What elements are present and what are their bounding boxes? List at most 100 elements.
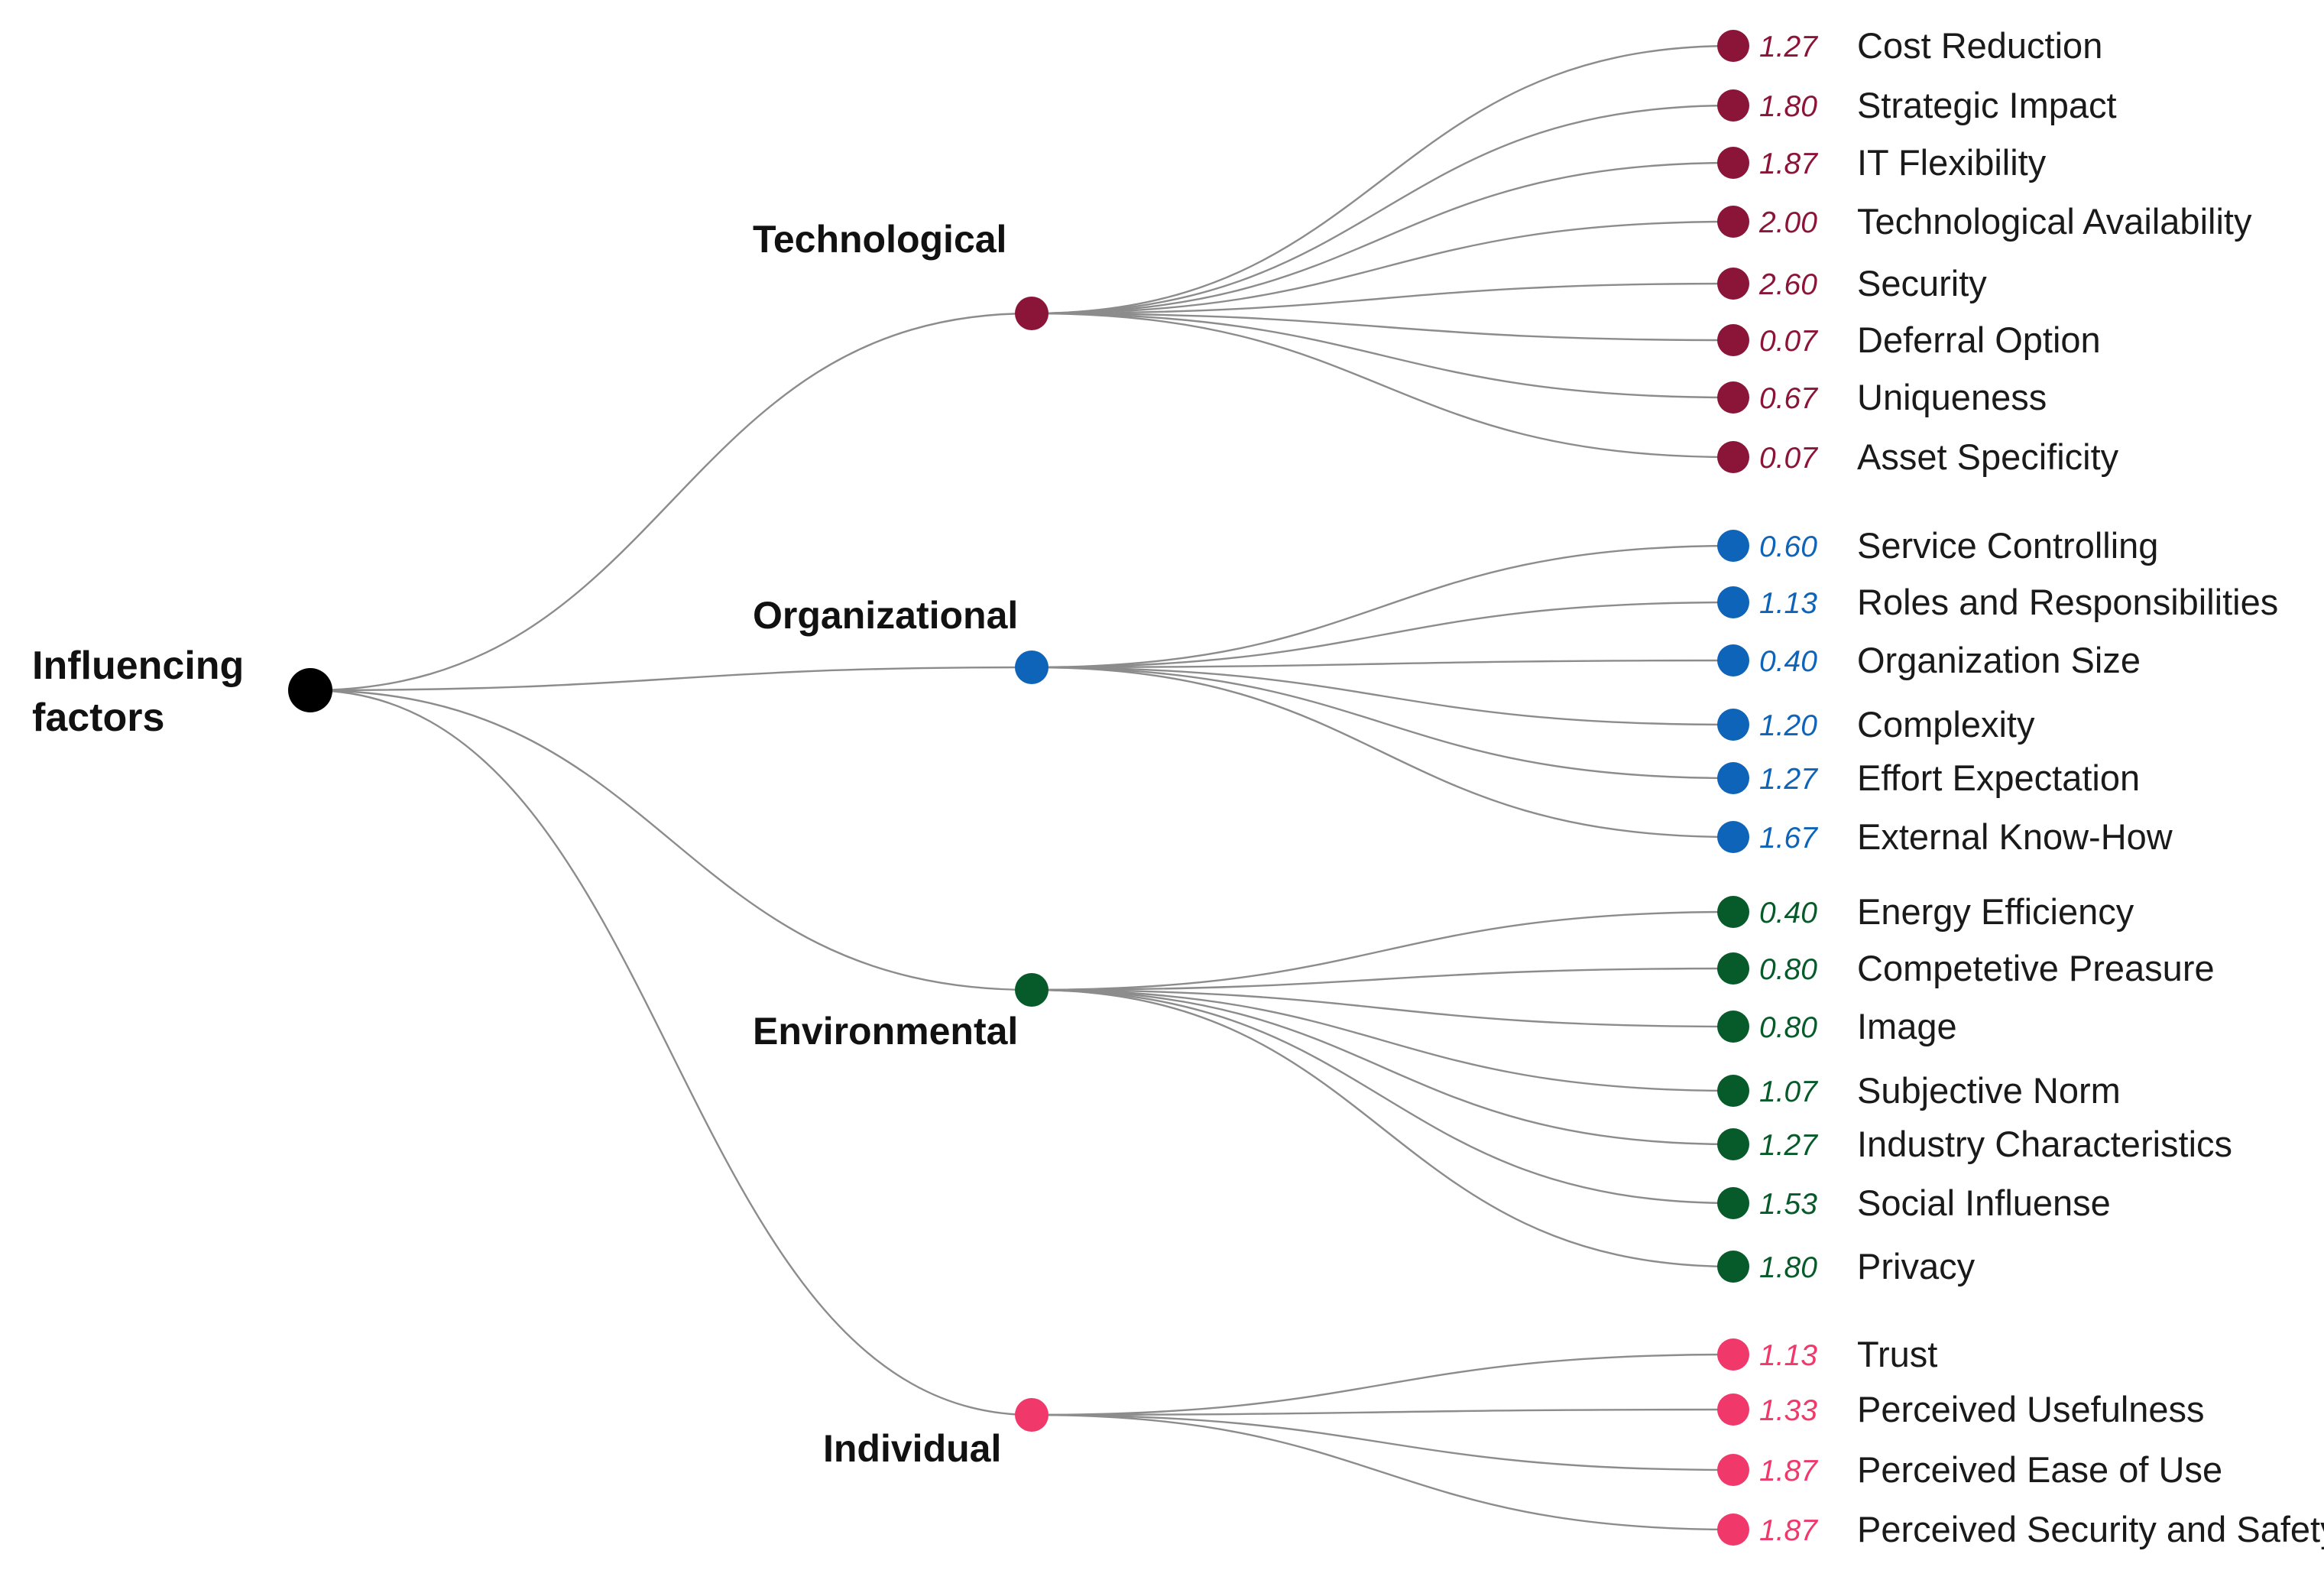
leaf-label-energy-efficiency: Energy Efficiency xyxy=(1857,891,2134,932)
category-label-technological: Technological xyxy=(753,218,1006,261)
leaf-dot-energy-efficiency xyxy=(1717,896,1749,928)
leaf-label-cost-reduction: Cost Reduction xyxy=(1857,25,2102,66)
edge-individual-to-trust xyxy=(1031,1353,1734,1416)
leaf-dot-privacy xyxy=(1717,1251,1749,1283)
leaf-value-uniqueness: 0.67 xyxy=(1759,382,1818,415)
leaf-value-service-controlling: 0.60 xyxy=(1759,530,1817,563)
category-dot-organizational xyxy=(1015,650,1049,684)
edge-organizational-to-service-controlling xyxy=(1031,544,1734,669)
edge-organizational-to-complexity xyxy=(1031,666,1734,726)
edge-technological-to-uniqueness xyxy=(1031,312,1734,399)
leaf-label-social-influense: Social Influense xyxy=(1857,1183,2111,1223)
root-node-dot xyxy=(288,668,332,712)
tree-edges xyxy=(310,44,1734,1531)
edge-technological-to-it-flexibility xyxy=(1031,161,1734,315)
leaf-value-industry-characteristics: 1.27 xyxy=(1759,1129,1818,1162)
leaf-value-competetive-preasure: 0.80 xyxy=(1759,953,1817,986)
leaf-label-uniqueness: Uniqueness xyxy=(1857,377,2047,417)
category-dot-environmental xyxy=(1015,973,1049,1007)
edge-individual-to-perceived-usefulness xyxy=(1031,1408,1734,1416)
leaf-label-perceived-security-and-safety: Perceived Security and Safety xyxy=(1857,1509,2324,1549)
edge-individual-to-perceived-ease-of-use xyxy=(1031,1413,1734,1471)
leaf-value-effort-expectation: 1.27 xyxy=(1759,763,1818,796)
leaf-value-complexity: 1.20 xyxy=(1759,709,1817,742)
leaf-value-image: 0.80 xyxy=(1759,1011,1817,1044)
edge-individual-to-perceived-security-and-safety xyxy=(1031,1413,1734,1531)
leaf-label-roles-and-responsibilities: Roles and Responsibilities xyxy=(1857,582,2278,622)
edge-environmental-to-competetive-preasure xyxy=(1031,967,1734,991)
leaf-value-cost-reduction: 1.27 xyxy=(1759,31,1818,63)
leaf-value-organization-size: 0.40 xyxy=(1759,645,1817,678)
leaf-label-organization-size: Organization Size xyxy=(1857,640,2141,680)
leaf-dot-organization-size xyxy=(1717,644,1749,676)
leaf-value-strategic-impact: 1.80 xyxy=(1759,90,1817,123)
leaf-label-security: Security xyxy=(1857,263,1987,303)
leaf-label-subjective-norm: Subjective Norm xyxy=(1857,1070,2121,1111)
leaf-value-security: 2.60 xyxy=(1758,268,1817,301)
edge-environmental-to-social-influense xyxy=(1031,988,1734,1205)
leaf-label-perceived-usefulness: Perceived Usefulness xyxy=(1857,1389,2205,1429)
leaf-label-competetive-preasure: Competetive Preasure xyxy=(1857,948,2215,988)
edge-technological-to-cost-reduction xyxy=(1031,44,1734,315)
edge-environmental-to-energy-efficiency xyxy=(1031,910,1734,991)
leaf-label-service-controlling: Service Controlling xyxy=(1857,525,2158,566)
leaf-label-industry-characteristics: Industry Characteristics xyxy=(1857,1124,2232,1164)
edge-organizational-to-effort-expectation xyxy=(1031,666,1734,780)
edge-technological-to-security xyxy=(1031,282,1734,315)
edge-root-to-organizational xyxy=(310,666,1032,692)
leaf-dot-deferral-option xyxy=(1717,324,1749,356)
category-dot-individual xyxy=(1015,1398,1049,1432)
edge-organizational-to-organization-size xyxy=(1031,659,1734,669)
leaf-label-privacy: Privacy xyxy=(1857,1246,1976,1286)
edge-environmental-to-subjective-norm xyxy=(1031,988,1734,1092)
leaf-dot-roles-and-responsibilities xyxy=(1717,586,1749,618)
leaf-value-energy-efficiency: 0.40 xyxy=(1759,897,1817,930)
leaf-label-effort-expectation: Effort Expectation xyxy=(1857,758,2140,798)
edge-environmental-to-industry-characteristics xyxy=(1031,988,1734,1146)
leaf-dot-perceived-security-and-safety xyxy=(1717,1513,1749,1546)
category-label-organizational: Organizational xyxy=(753,594,1018,637)
leaf-dot-social-influense xyxy=(1717,1187,1749,1219)
leaf-label-trust: Trust xyxy=(1857,1334,1937,1374)
category-dot-technological xyxy=(1015,297,1049,330)
leaf-dot-it-flexibility xyxy=(1717,147,1749,179)
leaf-dot-strategic-impact xyxy=(1717,89,1749,122)
leaf-label-asset-specificity: Asset Specificity xyxy=(1857,436,2119,477)
leaf-value-perceived-usefulness: 1.33 xyxy=(1759,1394,1817,1427)
leaf-dot-trust xyxy=(1717,1338,1749,1371)
leaf-label-complexity: Complexity xyxy=(1857,704,2035,745)
leaf-value-roles-and-responsibilities: 1.13 xyxy=(1759,587,1817,620)
leaf-value-external-know-how: 1.67 xyxy=(1759,822,1818,855)
leaf-value-trust: 1.13 xyxy=(1759,1339,1817,1372)
leaf-value-technological-availability: 2.00 xyxy=(1758,206,1817,239)
leaf-dot-technological-availability xyxy=(1717,206,1749,238)
leaf-label-perceived-ease-of-use: Perceived Ease of Use xyxy=(1857,1449,2222,1490)
leaf-dot-competetive-preasure xyxy=(1717,952,1749,985)
leaf-label-deferral-option: Deferral Option xyxy=(1857,320,2101,360)
edge-organizational-to-external-know-how xyxy=(1031,666,1734,839)
leaf-value-privacy: 1.80 xyxy=(1759,1251,1817,1284)
leaf-dot-image xyxy=(1717,1011,1749,1043)
leaf-value-asset-specificity: 0.07 xyxy=(1759,442,1818,475)
leaf-label-it-flexibility: IT Flexibility xyxy=(1857,142,2047,183)
leaf-value-social-influense: 1.53 xyxy=(1759,1188,1817,1221)
root-label-line-1: Influencing xyxy=(32,644,244,688)
edge-technological-to-strategic-impact xyxy=(1031,104,1734,315)
leaf-label-strategic-impact: Strategic Impact xyxy=(1857,85,2117,125)
leaf-dot-external-know-how xyxy=(1717,821,1749,853)
leaf-value-subjective-norm: 1.07 xyxy=(1759,1076,1818,1108)
leaf-dot-subjective-norm xyxy=(1717,1075,1749,1107)
leaf-value-it-flexibility: 1.87 xyxy=(1759,148,1818,180)
category-label-environmental: Environmental xyxy=(753,1010,1018,1053)
leaf-dot-complexity xyxy=(1717,709,1749,741)
leaf-value-perceived-security-and-safety: 1.87 xyxy=(1759,1514,1818,1547)
leaf-dot-service-controlling xyxy=(1717,530,1749,562)
edge-technological-to-asset-specificity xyxy=(1031,312,1734,459)
leaf-label-technological-availability: Technological Availability xyxy=(1857,201,2252,242)
leaf-dot-perceived-usefulness xyxy=(1717,1393,1749,1426)
leaf-nodes: 1.27 Cost Reduction 1.80 Strategic Impact 1.… xyxy=(1717,25,2324,1549)
edge-environmental-to-privacy xyxy=(1031,988,1734,1268)
leaf-value-deferral-option: 0.07 xyxy=(1759,325,1818,358)
edge-root-to-individual xyxy=(310,689,1032,1416)
